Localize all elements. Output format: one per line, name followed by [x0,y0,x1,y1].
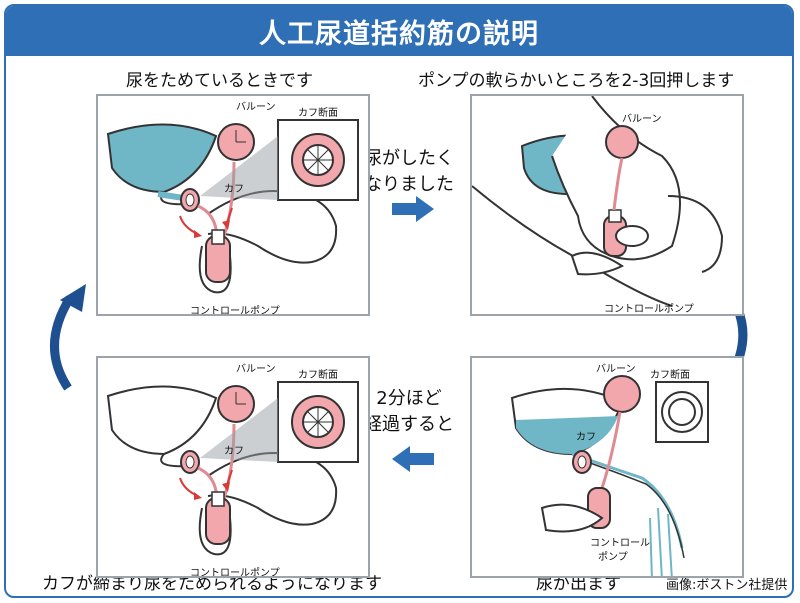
panel-closing-illustration [106,381,359,556]
panel-pumping: バルーン コントロールポンプ [470,94,744,316]
transition-top-line1: 尿がしたく [364,148,454,169]
transition-bottom-line1: 2分ほど [376,388,442,409]
panel-voiding-illustration [510,375,709,576]
arrow-left-icon [392,446,434,472]
panel-storing: バルーン カフ断面 カフ コントロールポンプ [96,94,370,316]
label-control-pump-3: コントロールポンプ [190,568,280,578]
panel-voiding: バルーン カフ断面 カフ コントロール ポンプ [470,356,744,578]
label-balloon-2: バルーン [622,114,662,125]
label-cuff-section-4: カフ断面 [650,370,690,381]
label-balloon: バルーン [236,102,276,113]
label-control-pump-2: コントロールポンプ [604,304,694,315]
image-credit: 画像:ボストン社提供 [666,578,788,593]
transition-top: 尿がしたく なりました [364,146,454,198]
panel-closing: バルーン カフ断面 カフ コントロールポンプ [96,356,370,578]
diagram-frame: 人工尿道括約筋の説明 尿をためているときです ポンプの軟らかいところを2-3回押… [4,4,794,598]
transition-bottom: 2分ほど 経過すると [364,386,454,438]
page-title: 人工尿道括約筋の説明 [259,18,539,50]
label-control-pump-line2: ポンプ [598,552,628,563]
label-control-pump: コントロールポンプ [190,306,280,316]
caption-top-right: ポンプの軟らかいところを2-3回押します [418,71,735,91]
caption-top-left: 尿をためているときです [126,71,313,91]
label-cuff-4: カフ [576,432,596,443]
label-cuff-section-3: カフ断面 [298,370,338,381]
panel-storing-illustration [106,119,359,294]
label-cuff-section: カフ断面 [298,108,338,119]
arrow-right-icon [392,196,434,222]
label-balloon-4: バルーン [596,364,636,375]
curved-arrow-up-icon [50,284,86,391]
label-cuff: カフ [224,184,244,195]
transition-top-line2: なりました [364,174,454,195]
label-balloon-3: バルーン [236,364,276,375]
caption-bottom-left: カフが締まり尿をためられるようになります [42,574,382,594]
label-control-pump-line1: コントロール [590,538,650,549]
transition-bottom-line2: 経過すると [364,414,454,435]
panel-pumping-illustration [472,96,724,307]
label-cuff-3: カフ [224,446,244,457]
caption-bottom-right: 尿が出ます [536,574,621,594]
title-bar: 人工尿道括約筋の説明 [6,6,792,56]
